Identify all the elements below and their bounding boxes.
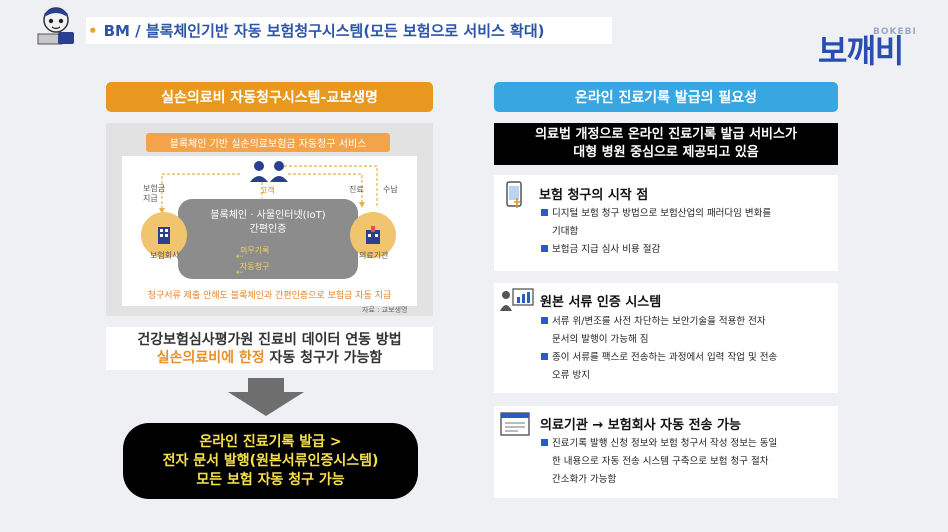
left-description: 건강보험심사평가원 진료비 데이터 연동 방법 실손의료비에 한정 자동 청구가… (106, 327, 433, 370)
insurer-label: 보험회사 (150, 251, 180, 260)
card-3-line-1-text: 진료기록 발행 신청 정보와 보험 청구서 작성 정보는 동일 (552, 438, 778, 449)
bullet-square-icon (541, 245, 548, 252)
bullet-square-icon (541, 353, 548, 360)
result-box: 온라인 진료기록 발급 > 전자 문서 발행(원본서류인증시스템) 모든 보험 … (123, 423, 418, 499)
desc-line-2: 실손의료비에 한정 자동 청구가 가능함 (106, 349, 433, 367)
card-2-line-1-text: 서류 위/변조를 사전 차단하는 보안기술을 적용한 전자 (552, 316, 766, 327)
card-1-title: 보험 청구의 시작 점 (539, 188, 649, 203)
banner-line-1: 의료법 개정으로 온라인 진료기록 발급 서비스가 (535, 127, 797, 142)
insurer-pay-label: 보험금 지급 (143, 184, 166, 203)
desc-highlight: 실손의료비에 한정 (156, 350, 265, 366)
card-3-line-1: 진료기록 발행 신청 정보와 보험 청구서 작성 정보는 동일 (541, 435, 777, 453)
bullet-square-icon (541, 439, 548, 446)
card-3-title: 의료기관 → 보험회사 자동 전송 가능 (540, 418, 741, 433)
platform-label: 블록체인 · 사물인터넷(IoT) 간편인증 (210, 210, 326, 235)
result-line-1: 온라인 진료기록 발급 > (199, 433, 342, 450)
customer-icon (248, 160, 292, 186)
card-1-line-1: 디지털 보험 청구 방법으로 보험산업의 패러다임 변화를 (541, 205, 771, 223)
diagram-source: 자료 : 교보생명 (362, 306, 408, 314)
card-2-line-3-text: 종이 서류를 팩스로 전송하는 과정에서 입력 작업 및 전송 (552, 352, 778, 363)
document-window-icon (500, 412, 530, 442)
bullet-square-icon (541, 209, 548, 216)
card-3-line-2: 한 내용으로 자동 전송 시스템 구축으로 보험 청구 절차 (552, 456, 769, 467)
page-title-text: BM / 블록체인기반 자동 보험청구시스템(모든 보험으로 서비스 확대) (103, 22, 545, 40)
right-section-header: 온라인 진료기록 발급의 필요성 (494, 82, 838, 112)
card-2-line-1: 서류 위/변조를 사전 차단하는 보안기술을 적용한 전자 (541, 313, 777, 331)
presentation-icon (499, 287, 535, 317)
card-2-title: 원본 서류 인증 시스템 (540, 295, 662, 310)
card-2-line-4: 오류 방지 (552, 370, 590, 381)
medical-record-label: 의무기록 (240, 246, 270, 255)
hospital-node (350, 212, 396, 258)
diagram-title: 블록체인 기반 실손의료보험금 자동청구 서비스 (146, 133, 390, 152)
card-1-line-3: 보험금 지급 심사 비용 절감 (541, 241, 771, 259)
auto-claim-label: 자동청구 (240, 262, 270, 271)
banner-line-2: 대형 병원 중심으로 제공되고 있음 (573, 145, 759, 160)
flow-arrow-left-icon: ⇠ (236, 252, 244, 262)
logo-korean: 보깨비 (818, 32, 904, 70)
diagram-flow-arrows (159, 165, 378, 214)
card-1-line-1-text: 디지털 보험 청구 방법으로 보험산업의 패러다임 변화를 (552, 208, 772, 219)
logo-english: BOKEBI (873, 27, 917, 37)
customer-label: 고객 (260, 186, 275, 195)
left-section-header: 실손의료비 자동청구시스템-교보생명 (106, 82, 433, 112)
hospital-label: 의료기관 (359, 251, 389, 260)
title-bullet: • (88, 21, 98, 40)
desc-line-1: 건강보험심사평가원 진료비 데이터 연동 방법 (137, 332, 402, 348)
card-original-doc (494, 283, 838, 393)
card-claim-start (494, 175, 838, 271)
treatment-label: 진료 (349, 185, 364, 194)
card-2-line-2: 문서의 발행이 가능해 짐 (552, 334, 649, 345)
card-3-line-3: 간소화가 가능함 (552, 474, 617, 485)
payment-label: 수납 (383, 185, 398, 194)
building-icon (158, 227, 170, 244)
phone-touch-icon (499, 180, 529, 214)
card-2-body: 서류 위/변조를 사전 차단하는 보안기술을 적용한 전자 문서의 발행이 가능… (541, 313, 777, 385)
flow-arrow-left-icon: ⇠ (236, 268, 244, 278)
bullet-square-icon (541, 317, 548, 324)
card-1-body: 디지털 보험 청구 방법으로 보험산업의 패러다임 변화를 기대함 보험금 지급… (541, 205, 771, 259)
hospital-icon (366, 226, 380, 244)
card-1-line-3-text: 보험금 지급 심사 비용 절감 (552, 244, 661, 255)
result-line-3: 모든 보험 자동 청구 가능 (196, 471, 345, 488)
desc-rest: 자동 청구가 가능함 (264, 350, 383, 366)
result-line-2: 전자 문서 발행(원본서류인증시스템) (162, 452, 379, 469)
insurer-node (141, 212, 187, 258)
mascot-icon (36, 4, 76, 46)
blockchain-platform (178, 199, 358, 279)
card-2-line-3: 종이 서류를 팩스로 전송하는 과정에서 입력 작업 및 전송 (541, 349, 777, 367)
card-1-line-2: 기대함 (552, 226, 579, 237)
page-title: • BM / 블록체인기반 자동 보험청구시스템(모든 보험으로 서비스 확대) (86, 17, 612, 44)
right-banner: 의료법 개정으로 온라인 진료기록 발급 서비스가 대형 병원 중심으로 제공되… (494, 123, 838, 165)
diagram-caption: 청구서류 제출 안해도 블록체인과 간편인증으로 보험금 자동 지급 (147, 291, 392, 301)
card-auto-transfer (494, 406, 838, 498)
card-3-body: 진료기록 발행 신청 정보와 보험 청구서 작성 정보는 동일 한 내용으로 자… (541, 435, 777, 489)
down-arrow-icon (228, 378, 304, 416)
